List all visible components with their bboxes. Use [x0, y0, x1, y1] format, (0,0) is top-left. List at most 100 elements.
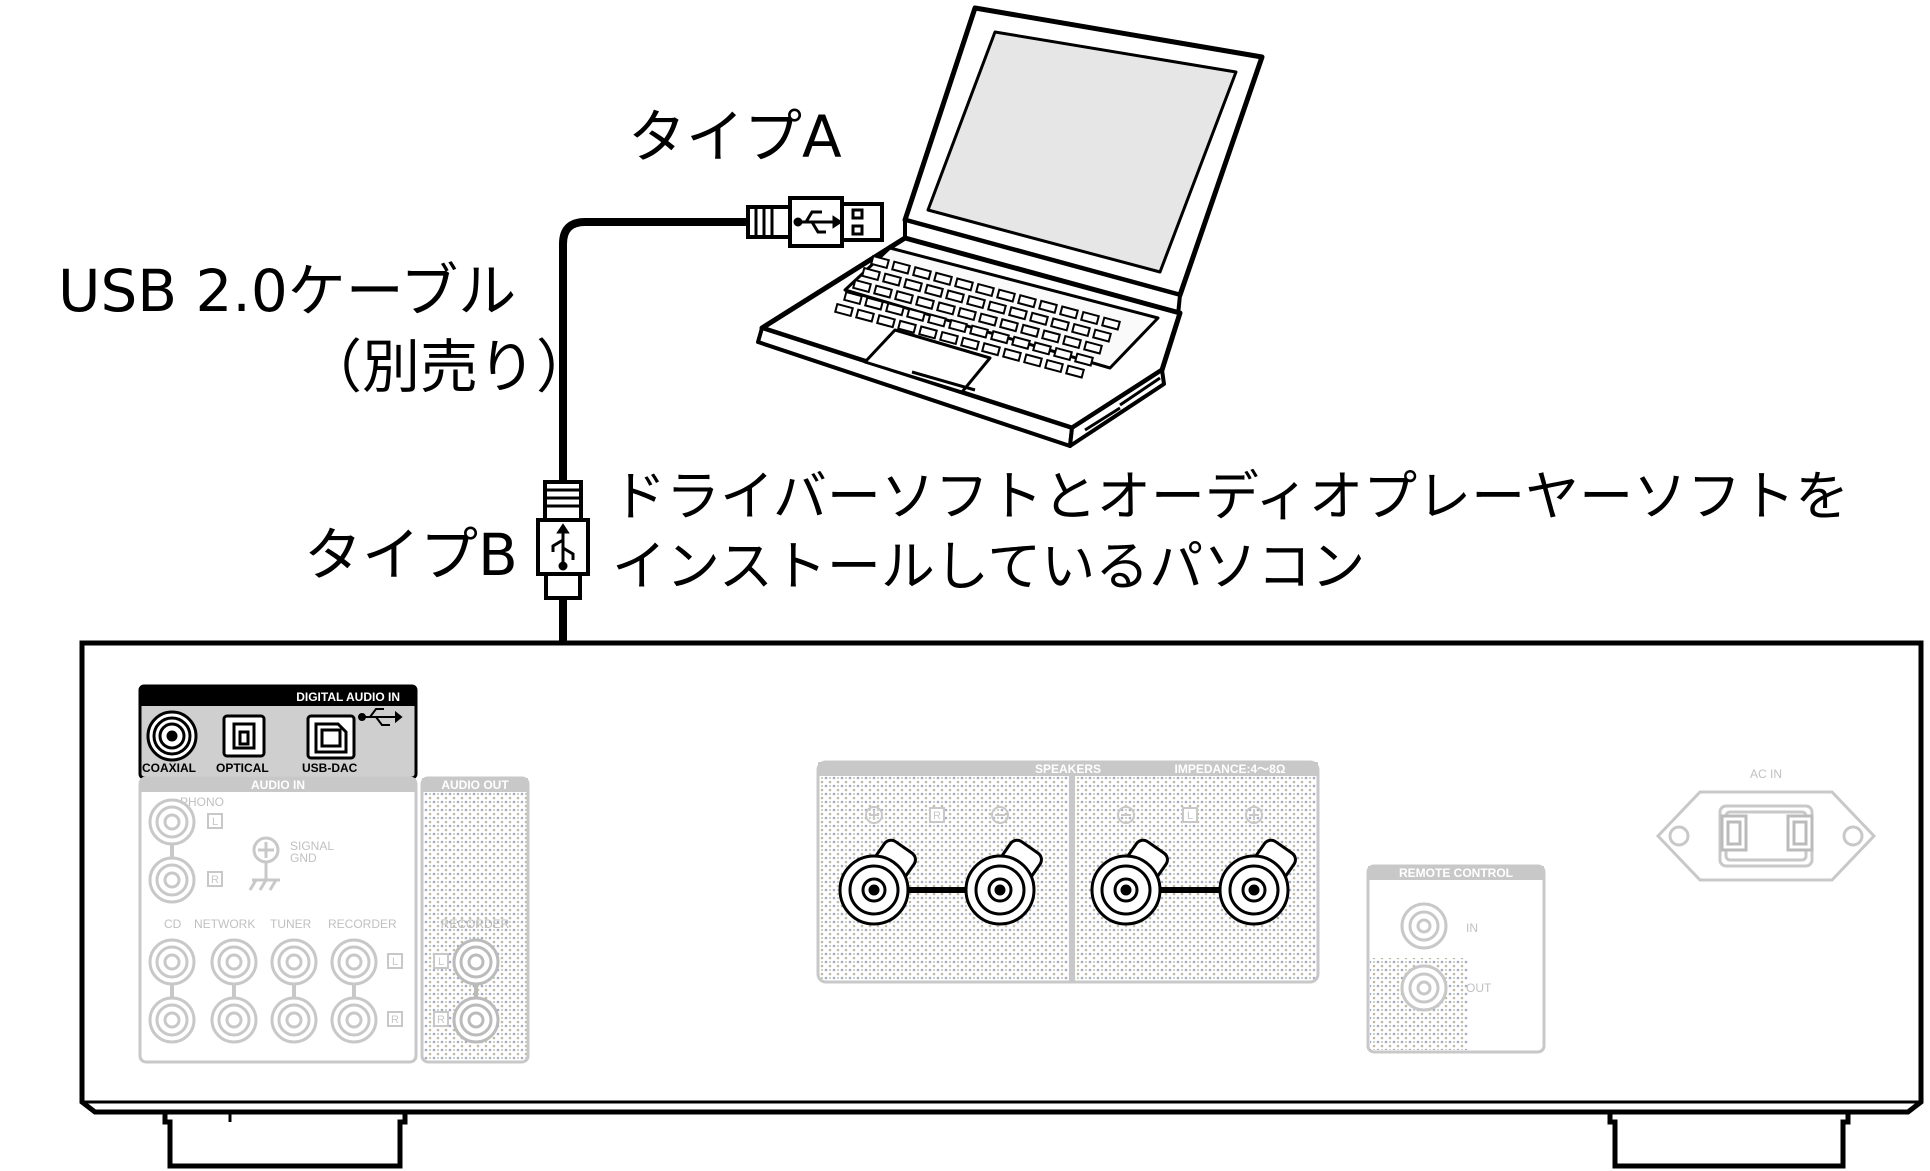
ac-in-label: AC IN	[1750, 767, 1782, 781]
keyboard-key	[1032, 341, 1052, 356]
usb-symbol-icon	[551, 523, 575, 571]
rca-jack[interactable]	[210, 938, 258, 986]
feet	[162, 1109, 1851, 1169]
audio-in-label: AUDIO IN	[251, 778, 305, 792]
channel-tag: R	[433, 1011, 449, 1027]
keyboard-key	[990, 330, 1010, 345]
keyboard-key	[852, 278, 872, 294]
usb-dac-port[interactable]	[306, 714, 356, 760]
keyboard-key	[1038, 299, 1058, 314]
signal-gnd-terminal[interactable]	[248, 836, 280, 891]
keyboard-key	[912, 266, 932, 281]
tuner-label: TUNER	[270, 917, 312, 931]
rc-in-label: IN	[1466, 921, 1478, 935]
keyboard-key	[1080, 310, 1100, 326]
keyboard-key	[894, 290, 914, 305]
keyboard-key	[915, 295, 935, 310]
speaker-binding-post[interactable]	[838, 837, 919, 926]
optical-label: OPTICAL	[216, 761, 269, 775]
audio-in-section: AUDIO IN PHONO SIGNAL GND CD NETWORK TUN…	[138, 776, 418, 1064]
rca-jack[interactable]	[148, 996, 196, 1044]
keyboard-key	[1050, 317, 1070, 332]
cable-name-label: USB 2.0ケーブル	[58, 257, 517, 325]
pc-description-line1: ドライバーソフトとオーディオプレーヤーソフトを	[612, 465, 1850, 528]
keyboard-key	[903, 278, 923, 293]
ac-in-section: AC IN	[1655, 767, 1877, 882]
laptop-keyboard	[834, 254, 1121, 379]
keyboard-key	[861, 266, 881, 282]
cd-label: CD	[164, 917, 182, 931]
impedance-label: IMPEDANCE:4〜8Ω	[1175, 762, 1286, 776]
svg-text:L: L	[212, 816, 218, 828]
audio-out-label: AUDIO OUT	[441, 778, 509, 792]
minus-icon	[1117, 806, 1135, 824]
keyboard-key	[1017, 294, 1037, 309]
svg-text:R: R	[211, 874, 219, 886]
pc-description-line2: インストールしているパソコン	[612, 535, 1366, 598]
usb-symbol-icon	[793, 210, 843, 234]
keyboard-key	[873, 284, 893, 299]
keyboard-key	[933, 271, 953, 286]
cable-note-label: （別売り）	[304, 333, 595, 401]
svg-text:L: L	[1187, 810, 1193, 822]
channel-tag: L	[387, 953, 403, 969]
rca-jack[interactable]	[452, 996, 500, 1044]
svg-text:R: R	[391, 1014, 399, 1026]
keyboard-key	[987, 300, 1007, 315]
keyboard-key	[1008, 306, 1028, 321]
keyboard-key	[843, 290, 863, 306]
svg-text:R: R	[933, 810, 941, 822]
remote-control-section: REMOTE CONTROL IN OUT	[1366, 864, 1546, 1054]
keyboard-key	[885, 302, 905, 317]
digital-audio-in-section: DIGITAL AUDIO IN COAXIAL OPTICAL	[138, 684, 418, 780]
keyboard-key	[1044, 358, 1064, 374]
rca-jack[interactable]	[148, 856, 196, 904]
rca-jack[interactable]	[330, 996, 378, 1044]
keyboard-key	[939, 330, 959, 346]
keyboard-key	[1071, 322, 1091, 338]
rca-jack[interactable]	[210, 996, 258, 1044]
channel-tag: R	[207, 871, 223, 887]
keyboard-key	[906, 307, 926, 322]
coaxial-jack[interactable]	[146, 710, 198, 762]
type-a-label: タイプA	[628, 103, 842, 171]
keyboard-key	[1020, 323, 1040, 338]
keyboard-key	[1065, 364, 1085, 379]
keyboard-key	[864, 296, 884, 311]
digital-audio-in-label: DIGITAL AUDIO IN	[296, 690, 400, 704]
signal-label: SIGNAL	[290, 839, 334, 853]
keyboard-key	[918, 325, 938, 340]
rca-jack[interactable]	[330, 938, 378, 986]
rca-jack[interactable]	[148, 938, 196, 986]
rca-jack[interactable]	[452, 938, 500, 986]
keyboard-key	[876, 314, 896, 329]
remote-control-label: REMOTE CONTROL	[1399, 866, 1513, 880]
audio-out-section: AUDIO OUT RECORDER	[420, 776, 530, 1064]
keyboard-key	[1053, 346, 1073, 362]
remote-jacks[interactable]	[1400, 902, 1448, 1012]
keyboard-key	[834, 302, 854, 318]
keyboard-key	[1074, 352, 1094, 367]
keyboard-key	[957, 306, 977, 322]
speaker-binding-post[interactable]	[1218, 837, 1299, 926]
keyboard-key	[927, 313, 947, 328]
usb-type-b-plug	[536, 480, 590, 600]
speaker-binding-post[interactable]	[964, 837, 1045, 926]
svg-text:L: L	[392, 956, 398, 968]
keyboard-key	[975, 282, 995, 298]
rca-jack[interactable]	[270, 938, 318, 986]
keyboard-key	[1011, 335, 1031, 350]
keyboard-key	[1083, 340, 1103, 355]
rca-jack[interactable]	[148, 798, 196, 846]
rc-out-label: OUT	[1466, 981, 1492, 995]
keyboard-key	[897, 319, 917, 334]
plus-icon	[1245, 806, 1263, 824]
speaker-binding-post[interactable]	[1090, 837, 1171, 926]
keyboard-key	[1041, 329, 1061, 344]
rca-jack[interactable]	[270, 996, 318, 1044]
usb-symbol-icon	[358, 708, 403, 726]
optical-jack[interactable]	[222, 714, 266, 758]
keyboard-key	[996, 288, 1016, 303]
channel-tag: L	[433, 953, 449, 969]
